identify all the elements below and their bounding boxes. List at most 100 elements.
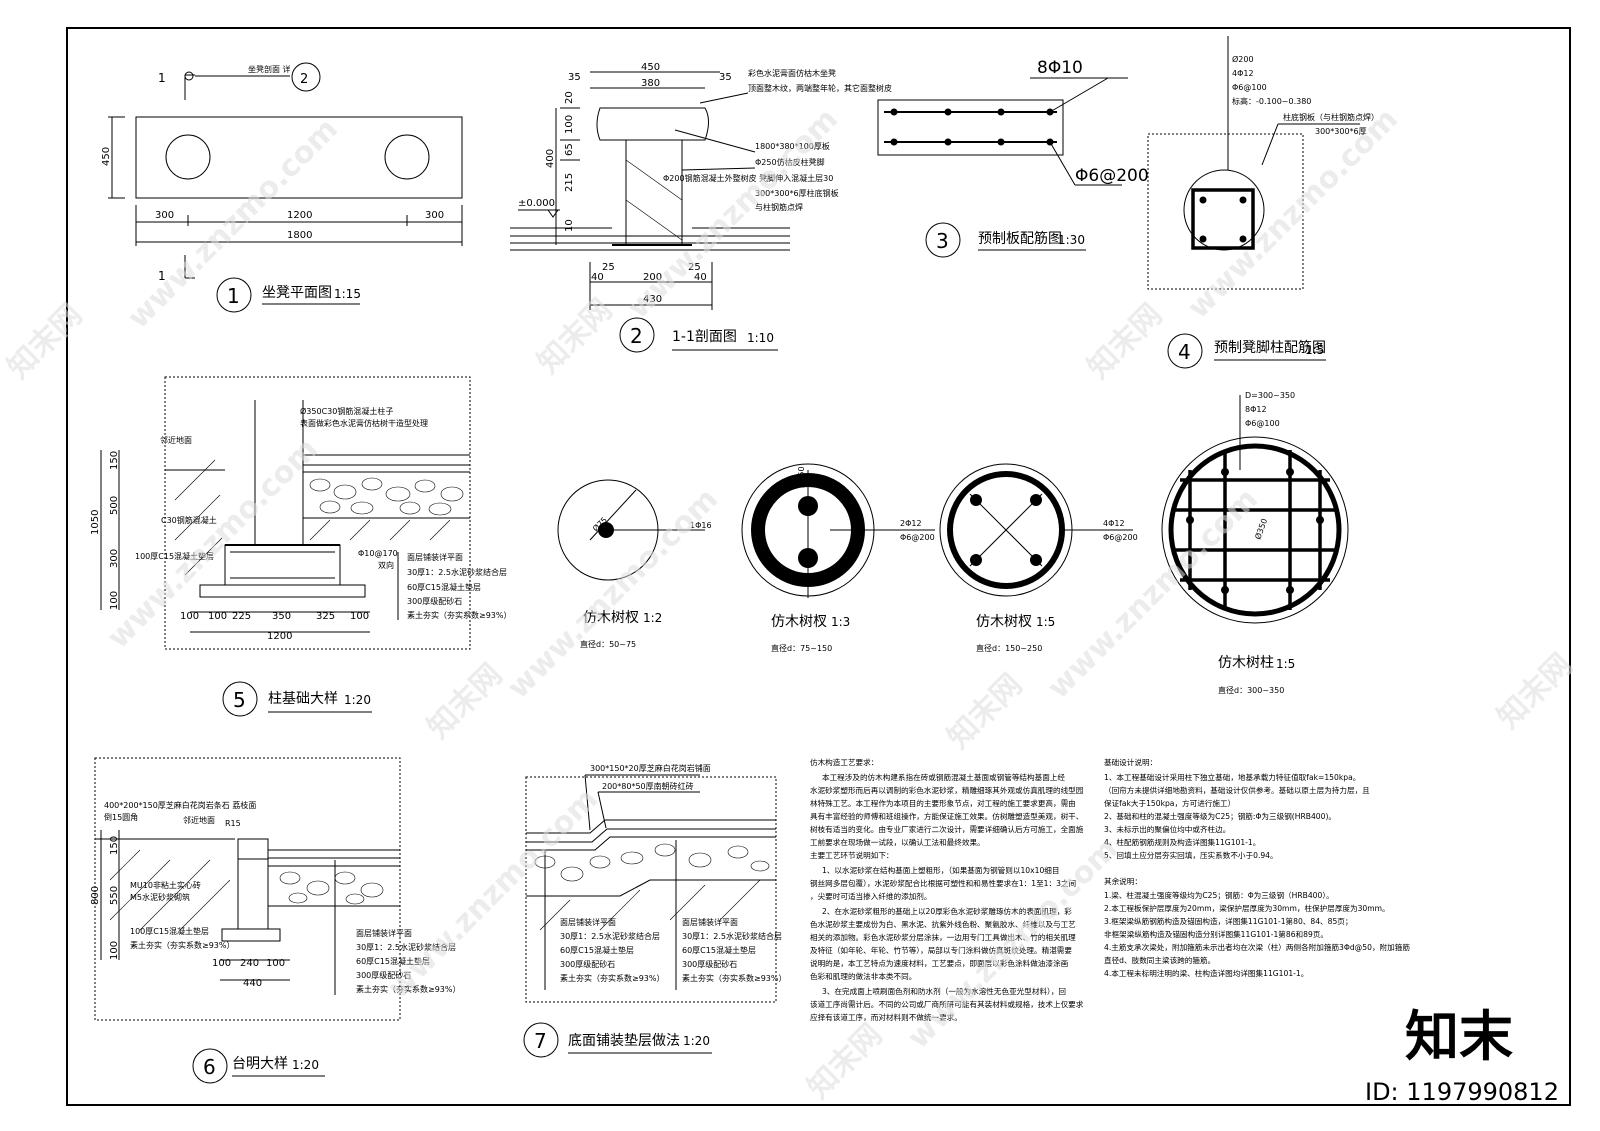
bench-top-outline xyxy=(135,116,463,199)
svg-text:325: 325 xyxy=(316,611,335,622)
svg-text:200: 200 xyxy=(643,272,662,283)
drawing-4-title: 预制凳脚柱配筋图 xyxy=(1214,339,1326,356)
svg-text:1200: 1200 xyxy=(267,631,292,642)
drawing-3-slab-rebar: 8Φ10 Φ6@200 3 预制板配筋图 1:30 xyxy=(877,58,1149,258)
fake-wood-title: 仿木构造工艺要求： xyxy=(810,757,878,767)
svg-text:4.主筋支承次梁处，附加箍筋未示出者均在次梁（柱）两侧各附加: 4.主筋支承次梁处，附加箍筋未示出者均在次梁（柱）两侧各附加箍筋3Φd@50，附… xyxy=(1104,942,1410,952)
bench-slab-section xyxy=(596,107,709,141)
drawing-7-scale: 1:20 xyxy=(683,1034,710,1048)
dim-off-35b: 35 xyxy=(719,72,732,83)
branch2-title: 仿木树杈 xyxy=(771,614,827,630)
drawing-3-number: 3 xyxy=(936,229,949,253)
note-2-1: 顶面整木纹，两端整年轮，其它面整树皮 xyxy=(748,83,892,93)
note-7-0: 300*150*20厚芝麻白花岗岩铺面 xyxy=(590,763,711,773)
level-0: ±0.000 xyxy=(518,198,555,209)
svg-text:65: 65 xyxy=(564,143,575,156)
note-5-4: 100厚C15混凝土垫层 xyxy=(135,551,214,561)
note-7-6b: 素土夯实（夯实系数≥93%） xyxy=(682,973,786,983)
branch1-dia: 直径d：50~75 xyxy=(580,639,636,649)
note-7-4b: 60厚C15混凝土垫层 xyxy=(682,945,756,955)
svg-text:非框架梁纵筋构造及锚固构造分别详图集11G101-1第86和: 非框架梁纵筋构造及锚固构造分别详图集11G101-1第86和89页。 xyxy=(1104,929,1328,939)
dim-inner-380: 380 xyxy=(641,78,660,89)
note-6-0: 400*200*150厚芝麻白花岗岩条石 荔枝面 xyxy=(104,800,256,810)
branch2-rebar2: Φ6@200 xyxy=(900,533,935,542)
svg-text:4.本工程未标明注明的梁、柱构造详图均详图集11G101-1: 4.本工程未标明注明的梁、柱构造详图均详图集11G101-1。 xyxy=(1104,968,1308,978)
svg-text:2、基础和柱的混凝土强度等级为C25；钢筋:Φ为三级钢(HR: 2、基础和柱的混凝土强度等级为C25；钢筋:Φ为三级钢(HRB400)。 xyxy=(1104,811,1336,821)
note-2-3: Φ250仿枯皮柱凳脚 xyxy=(755,157,825,167)
svg-text:直径d、肢数同主梁该跨的箍筋。: 直径d、肢数同主梁该跨的箍筋。 xyxy=(1104,955,1215,965)
note-4-3: 标高：-0.100~0.380 xyxy=(1232,96,1311,106)
drawing-6-number: 6 xyxy=(203,1055,216,1079)
branch1-title: 仿木树杈 xyxy=(583,610,639,626)
note-4-0: Ø200 xyxy=(1232,54,1254,64)
svg-text:1050: 1050 xyxy=(90,510,101,535)
note-5-10: 300厚级配砂石 xyxy=(407,596,462,606)
branch3-rebar1: 4Φ12 xyxy=(1103,519,1125,528)
note-5-9: 60厚C15混凝土垫层 xyxy=(407,582,481,592)
svg-text:100: 100 xyxy=(212,958,231,969)
dim-off-35: 35 xyxy=(568,72,581,83)
note-6-10: 300厚级配砂石 xyxy=(356,970,411,980)
svg-text:100: 100 xyxy=(350,611,369,622)
svg-text:550: 550 xyxy=(109,886,120,905)
note-2-5: 300*300*6厚柱底钢板 xyxy=(755,188,839,198)
ref-note: 坐凳剖面 详 xyxy=(248,64,291,74)
svg-text:430: 430 xyxy=(643,294,662,305)
drawing-7-pavement: 300*150*20厚芝麻白花岗岩铺面 200*80*50厚南朝砖红砖 面层铺装… xyxy=(523,763,786,1058)
svg-text:100: 100 xyxy=(564,115,575,134)
note-7-1: 200*80*50厚南朝砖红砖 xyxy=(602,781,694,791)
drawing-6-title: 台明大样 xyxy=(232,1056,288,1072)
svg-text:保证fak大于150kpa，方可进行施工）: 保证fak大于150kpa，方可进行施工） xyxy=(1104,798,1235,808)
note-5-0: Ø350C30钢筋混凝土柱子 xyxy=(300,406,393,416)
svg-text:5、回填土应分层夯实回填，压实系数不小于0.94。: 5、回填土应分层夯实回填，压实系数不小于0.94。 xyxy=(1104,850,1278,860)
note-7-2a: 面层铺装详平面 xyxy=(560,917,616,927)
note-6-8: 30厚1：2.5水泥砂浆结合层 xyxy=(356,942,456,952)
drawing-5-title: 柱基础大样 xyxy=(268,690,338,707)
note-6-1: 倒15圆角 xyxy=(104,812,138,822)
note-7-3b: 30厚1：2.5水泥砂浆结合层 xyxy=(682,931,782,941)
branch1-scale: 1:2 xyxy=(643,611,662,625)
svg-text:40: 40 xyxy=(694,272,707,283)
note-6-3: 邻近地面 xyxy=(183,815,215,825)
svg-text:树枝有适当的变化。由专业厂家进行二次设计，需要详细确认后方可: 树枝有适当的变化。由专业厂家进行二次设计，需要详细确认后方可施工，全面施 xyxy=(810,824,1084,834)
sheet-border xyxy=(66,27,1571,1106)
dim-right-300: 300 xyxy=(425,210,444,221)
note-6-9: 60厚C15混凝土垫层 xyxy=(356,956,430,966)
drawing-3-scale: 1:30 xyxy=(1058,233,1085,247)
svg-text:应择有该道工序，而对材料则不做统一要求。: 应择有该道工序，而对材料则不做统一要求。 xyxy=(810,1012,962,1022)
svg-text:25: 25 xyxy=(602,262,615,273)
svg-text:225: 225 xyxy=(232,611,251,622)
svg-text:800: 800 xyxy=(90,886,101,905)
svg-text:相关的添加物。彩色水泥砂浆分层涂抹，一边用专门工具做出木、竹: 相关的添加物。彩色水泥砂浆分层涂抹，一边用专门工具做出木、竹的相关肌理 xyxy=(810,932,1076,942)
drawing-3-title: 预制板配筋图 xyxy=(978,230,1062,247)
svg-text:具有丰富经验的师傅和班组操作，方能保证施工效果。仿树雕塑造型: 具有丰富经验的师傅和班组操作，方能保证施工效果。仿树雕塑造型美观，树干、 xyxy=(810,811,1083,821)
note-5-6: 双向 xyxy=(378,560,394,570)
drawing-1-bench-plan: 1 坐凳剖面 详 2 450 300 1200 300 1800 1 1 坐凳平… xyxy=(101,62,463,313)
note-7-5a: 300厚级配砂石 xyxy=(560,959,615,969)
section-mark-bottom: 1 xyxy=(158,269,166,283)
svg-text:主要工艺环节说明如下：: 主要工艺环节说明如下： xyxy=(810,850,894,860)
svg-text:100: 100 xyxy=(109,591,120,610)
svg-text:水泥砂浆塑形而后再以调制的彩色水泥砂浆，精雕细琢其外观或仿真: 水泥砂浆塑形而后再以调制的彩色水泥砂浆，精雕细琢其外观或仿真肌理的线型园 xyxy=(810,785,1083,795)
dim-mid-1200: 1200 xyxy=(287,210,312,221)
note-5-3: C30钢筋混凝土 xyxy=(161,515,217,525)
drawing-2-number: 2 xyxy=(630,324,643,348)
branch2-scale: 1:3 xyxy=(831,615,850,629)
svg-text:25: 25 xyxy=(688,262,701,273)
branch3-scale: 1:5 xyxy=(1036,615,1055,629)
bench-leg-left xyxy=(165,134,211,180)
col-scale: 1:5 xyxy=(1276,657,1295,671)
branch-section-3: 4Φ12 Φ6@200 仿木树杈 1:5 直径d：150~250 xyxy=(939,463,1138,653)
branch2-dia: 直径d：75~150 xyxy=(771,643,832,653)
image-id: ID: 1197990812 xyxy=(1365,1078,1559,1106)
svg-text:350: 350 xyxy=(272,611,291,622)
svg-text:钢丝网多层包覆），水泥砂浆配合比根据可塑性和和易性要求在1：: 钢丝网多层包覆），水泥砂浆配合比根据可塑性和和易性要求在1：1至1：3之间 xyxy=(810,878,1076,888)
col-dia: 直径d：300~350 xyxy=(1218,685,1284,695)
drawing-4-number: 4 xyxy=(1178,340,1191,364)
drawing-5-number: 5 xyxy=(233,688,246,712)
foundation-spec-block: 基础设计说明： 1、本工程基础设计采用柱下独立基础，地基承载力特征值取fak=1… xyxy=(1104,757,1410,978)
svg-text:2.本工程板保护层厚度为20mm，梁保护层厚度为30mm，柱: 2.本工程板保护层厚度为20mm，梁保护层厚度为30mm，柱保护层厚度为30mm… xyxy=(1104,903,1390,913)
note-6-12: 素土夯实（夯实系数≥93%） xyxy=(130,940,234,950)
svg-text:工前要求在现场做一试段，以确认工法和最终效果。: 工前要求在现场做一试段，以确认工法和最终效果。 xyxy=(810,837,985,847)
